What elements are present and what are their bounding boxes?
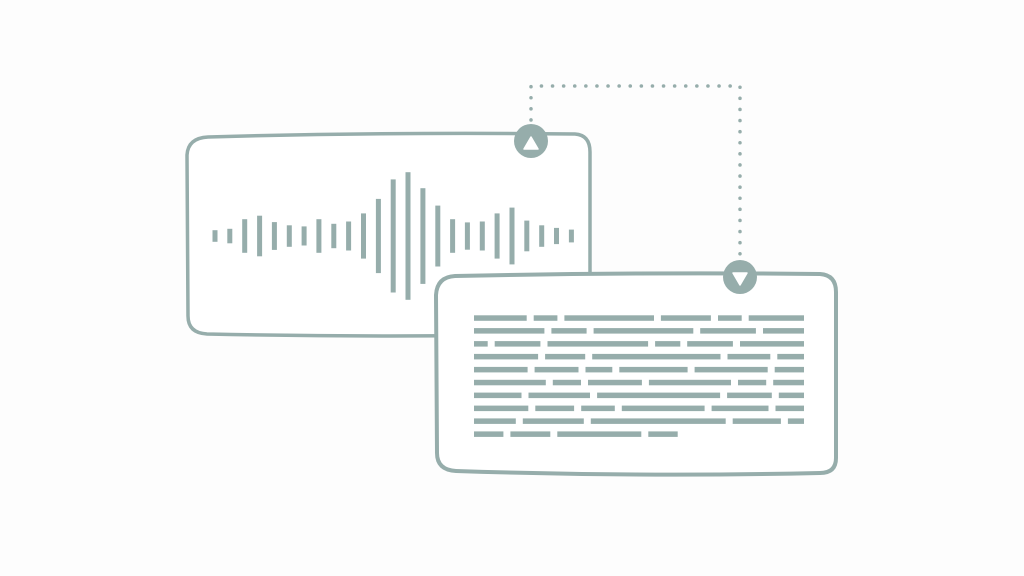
waveform-bar: [494, 213, 500, 259]
text-line-segment: [660, 315, 711, 321]
text-line-segment: [775, 405, 804, 412]
waveform-bar: [435, 205, 441, 267]
text-line-segment: [711, 405, 769, 412]
text-line-segment: [778, 392, 804, 399]
text-line-segment: [522, 418, 584, 424]
text-line-segment: [545, 353, 586, 360]
text-line-segment: [732, 418, 781, 424]
text-line-segment: [474, 366, 528, 373]
text-line-segment: [718, 315, 742, 321]
text-line-segment: [581, 405, 615, 412]
text-line-segment: [648, 379, 731, 386]
text-line-segment: [590, 418, 726, 424]
text-line-segment: [535, 405, 575, 412]
text-panel: [434, 260, 838, 477]
waveform-bar: [375, 198, 381, 274]
waveform-bar: [361, 213, 366, 259]
text-line-segment: [619, 366, 688, 373]
text-line-segment: [787, 418, 804, 424]
text-line-segment: [585, 366, 613, 373]
waveform-bar: [271, 222, 277, 250]
text-line-segment: [727, 392, 772, 399]
waveform-bar: [301, 226, 307, 246]
text-line-segment: [748, 315, 804, 321]
text-line-segment: [474, 405, 529, 412]
text-line-segment: [474, 431, 504, 437]
text-line-segment: [597, 392, 721, 399]
text-line-segment: [534, 366, 579, 373]
waveform-bar: [257, 215, 263, 257]
text-line-segment: [773, 379, 804, 386]
text-line-segment: [474, 353, 539, 360]
text-line-segment: [593, 328, 694, 334]
text-line-segment: [655, 341, 681, 347]
download-arrow-icon: [723, 260, 757, 294]
text-line-segment: [494, 341, 541, 347]
waveform-bar: [331, 223, 337, 249]
text-line-segment: [564, 315, 654, 321]
text-panel-frame: [434, 271, 838, 477]
upload-arrow-icon: [514, 124, 548, 158]
text-line-segment: [588, 379, 642, 386]
waveform-bar: [450, 219, 456, 253]
text-line-segment: [474, 392, 522, 399]
text-line-segment: [740, 341, 804, 347]
text-line-segment: [474, 315, 527, 321]
text-line-segment: [763, 328, 804, 334]
text-line-segment: [774, 366, 804, 373]
waveform-bar: [316, 219, 322, 253]
text-line-segment: [727, 353, 771, 360]
text-line-segment: [551, 328, 587, 334]
waveform-bar: [212, 230, 218, 242]
text-line-segment: [474, 379, 546, 386]
waveform-bar: [390, 179, 396, 293]
text-line-segment: [533, 315, 558, 321]
waveform-bar: [405, 172, 411, 300]
audio-waveform: [212, 172, 574, 300]
waveform-bar: [420, 188, 426, 284]
text-line-segment: [547, 341, 649, 347]
waveform-bar: [242, 219, 248, 253]
text-line-segment: [648, 431, 678, 437]
waveform-bar: [509, 207, 515, 265]
waveform-bar: [464, 222, 470, 250]
waveform-bar: [286, 225, 292, 247]
text-line-segment: [687, 341, 733, 347]
text-line-segment: [738, 379, 767, 386]
text-line-segment: [592, 353, 721, 360]
transcript-text-lines: [474, 315, 804, 437]
text-line-segment: [552, 379, 581, 386]
waveform-bar: [479, 221, 485, 251]
text-line-segment: [621, 405, 705, 412]
text-line-segment: [700, 328, 756, 334]
waveform-bar: [554, 227, 559, 245]
text-line-segment: [474, 418, 516, 424]
waveform-bar: [346, 221, 352, 251]
text-line-segment: [510, 431, 551, 437]
waveform-bar: [227, 228, 233, 244]
text-line-segment: [528, 392, 590, 399]
text-line-segment: [694, 366, 768, 373]
text-line-segment: [474, 328, 545, 334]
waveform-bar: [539, 225, 545, 247]
text-line-segment: [557, 431, 642, 437]
text-line-segment: [474, 341, 488, 347]
waveform-bar: [524, 220, 530, 252]
waveform-bar: [568, 229, 574, 243]
text-line-segment: [777, 353, 804, 360]
